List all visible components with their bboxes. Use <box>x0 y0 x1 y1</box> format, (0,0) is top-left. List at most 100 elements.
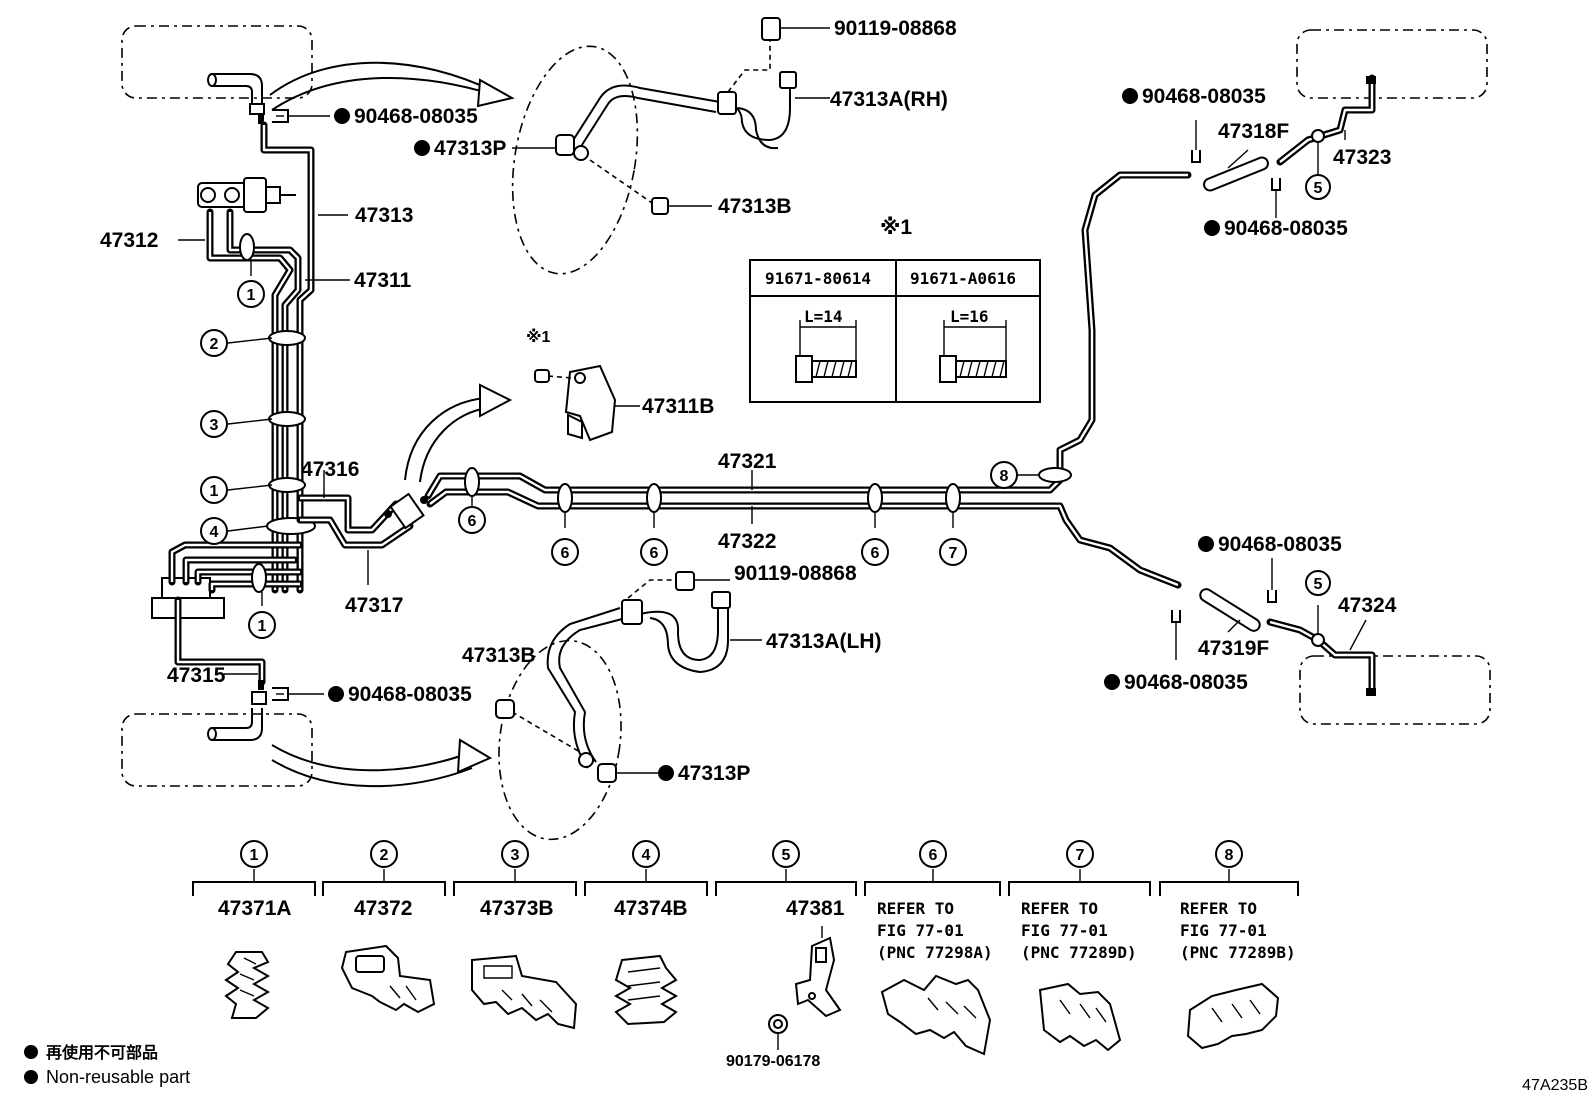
bolt-table-col1-part: 91671-80614 <box>765 269 871 288</box>
bolt-table <box>749 259 1041 403</box>
marker-1-a: 1 <box>237 280 265 308</box>
catalog-part-47381: 47381 <box>786 897 845 920</box>
non-reusable-dot-47313P-bottom <box>658 765 674 781</box>
svg-text:8: 8 <box>1225 847 1234 864</box>
bolt-table-col2-part: 91671-A0616 <box>910 269 1016 288</box>
clamp-drawing-77298A <box>880 974 992 1056</box>
clamp-mark-1-mid <box>268 477 306 493</box>
label-90468-br1: 90468-08035 <box>1218 533 1342 556</box>
junction-block <box>384 492 428 530</box>
svg-text:1: 1 <box>250 847 259 864</box>
label-90468-tl: 90468-08035 <box>354 105 478 128</box>
pipe-47311 <box>226 208 302 594</box>
rear-wheel-area-bottom-right <box>1299 655 1491 725</box>
clamp-drawing-47372 <box>340 944 436 1014</box>
catalog-refer-6-line1: REFER TO <box>877 899 954 918</box>
detail-arrow-middle <box>404 383 513 483</box>
svg-text:5: 5 <box>782 847 791 864</box>
catalog-refer-6-line3: (PNC 77298A) <box>877 943 993 962</box>
svg-text:4: 4 <box>642 847 651 864</box>
clamp-drawing-47371A <box>224 951 271 1019</box>
clamp-mark-6-b <box>557 483 573 513</box>
clamp-mark-6-a <box>464 467 480 497</box>
marker-7: 7 <box>939 538 967 566</box>
label-47322: 47322 <box>718 530 776 553</box>
label-90119-top: 90119-08868 <box>834 17 957 40</box>
svg-text:6: 6 <box>468 513 477 530</box>
label-47317: 47317 <box>345 594 403 617</box>
svg-text:3: 3 <box>511 847 520 864</box>
label-47318F: 47318F <box>1218 120 1289 143</box>
marker-6-d: 6 <box>861 538 889 566</box>
catalog-marker-3: 3 <box>501 840 529 868</box>
pipe-47316 <box>296 494 400 534</box>
marker-1-b: 1 <box>200 476 228 504</box>
catalog-part-47371A: 47371A <box>218 897 292 920</box>
clip-icon-tr-1 <box>1191 120 1201 163</box>
svg-text:6: 6 <box>561 545 570 562</box>
detail-arrow-bottom <box>271 738 493 788</box>
legend: 再使用不可部品 Non-reusable part <box>24 1043 190 1087</box>
catalog-marker-1: 1 <box>240 840 268 868</box>
clamp-mark-8 <box>1038 467 1072 483</box>
clamp-mark-1-lower <box>251 563 267 593</box>
catalog-refer-8-line3: (PNC 77289B) <box>1180 943 1296 962</box>
non-reusable-dot-bl <box>328 686 344 702</box>
svg-text:6: 6 <box>929 847 938 864</box>
clamp-mark-6-d <box>867 483 883 513</box>
non-reusable-dot-tr2 <box>1204 220 1220 236</box>
clip-icon-tl <box>272 109 330 123</box>
bolt-table-col1-length: L=14 <box>804 307 843 326</box>
svg-text:5: 5 <box>1314 576 1323 593</box>
clip-icon-br-1 <box>1267 558 1277 603</box>
label-47313B-bottom: 47313B <box>462 644 536 667</box>
label-90468-br2: 90468-08035 <box>1124 671 1248 694</box>
label-47316: 47316 <box>301 458 359 481</box>
detail-ellipse-top <box>511 45 639 275</box>
label-47313B-top: 47313B <box>718 195 792 218</box>
pipe-47317 <box>296 516 414 549</box>
label-47311: 47311 <box>354 269 412 292</box>
catalog-marker-7: 7 <box>1066 840 1094 868</box>
label-47313: 47313 <box>355 204 413 227</box>
svg-text:6: 6 <box>650 545 659 562</box>
catalog-part-47372: 47372 <box>354 897 412 920</box>
legend-dot-en <box>24 1070 38 1084</box>
rear-hose-47319F <box>1199 588 1376 696</box>
pipe-47321 <box>424 171 1192 500</box>
clamp-mark-6-c <box>646 483 662 513</box>
non-reusable-dot-tr1 <box>1122 88 1138 104</box>
master-cylinder <box>197 177 296 213</box>
catalog-part-47374B: 47374B <box>614 897 688 920</box>
catalog-refer-7-line1: REFER TO <box>1021 899 1098 918</box>
flex-hose-lh <box>495 571 762 783</box>
svg-text:6: 6 <box>871 545 880 562</box>
non-reusable-dot-47313P-top <box>414 140 430 156</box>
label-47313A-rh: 47313A(RH) <box>830 88 948 111</box>
leader-lines <box>178 130 1367 675</box>
label-90119-mid: 90119-08868 <box>734 562 857 585</box>
rear-hose-47318F <box>1203 74 1376 192</box>
label-90468-tr1: 90468-08035 <box>1142 85 1266 108</box>
svg-text:7: 7 <box>1076 847 1085 864</box>
svg-text:4: 4 <box>210 524 219 541</box>
non-reusable-dot-tl <box>334 108 350 124</box>
clip-icon-tr-2 <box>1271 178 1281 218</box>
clamp-mark-3 <box>268 411 306 427</box>
svg-text:8: 8 <box>1000 468 1009 485</box>
clamp-drawing-77289D <box>1038 982 1122 1052</box>
diagram-code: 47A235B <box>1522 1077 1588 1094</box>
catalog-marker-2: 2 <box>370 840 398 868</box>
non-reusable-dot-br2 <box>1104 674 1120 690</box>
marker-4: 4 <box>200 517 228 545</box>
label-47323: 47323 <box>1333 146 1391 169</box>
catalog-part-90179: 90179-06178 <box>726 1053 820 1070</box>
legend-english: Non-reusable part <box>46 1067 190 1087</box>
legend-japanese: 再使用不可部品 <box>46 1043 158 1062</box>
flex-hose-rh <box>512 17 830 215</box>
svg-text:1: 1 <box>258 618 267 635</box>
detail-ellipse-bottom <box>498 639 622 841</box>
clamp-mark-1-upper <box>239 233 255 261</box>
label-47324: 47324 <box>1338 594 1397 617</box>
front-wheel-area-top-left <box>121 25 313 99</box>
